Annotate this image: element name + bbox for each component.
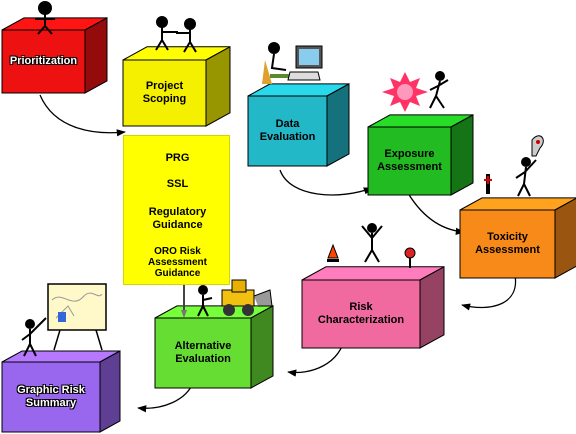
block-front-face (1, 361, 101, 433)
block-side-face (419, 265, 445, 349)
explosion-figure (382, 71, 449, 112)
block-front-face (154, 317, 252, 389)
block-prioritization (1, 17, 108, 94)
arrow-prioritization-to-scoping (39, 94, 126, 137)
toxicity-figures (484, 135, 544, 197)
guidance-panel: PRG SSL Regulatory Guidance ORO Risk Ass… (123, 135, 230, 285)
handshake-figures (155, 16, 197, 53)
label-project-scoping: Project Scoping (142, 80, 187, 105)
block-side-face (326, 83, 350, 167)
computer-user-figure (262, 42, 323, 84)
label-data-evaluation: Data Evaluation (259, 118, 316, 143)
block-side-face (250, 305, 274, 389)
prg-label: PRG (165, 152, 190, 164)
block-front-face (1, 29, 86, 94)
arrow-toxicity-to-risk (461, 274, 517, 311)
block-project-scoping (122, 45, 231, 127)
arrow-data-to-exposure (279, 169, 373, 196)
stick-figure-prioritization (35, 1, 55, 35)
block-side-face (84, 17, 108, 94)
ssl-label: SSL (166, 178, 189, 190)
block-exposure-assessment (367, 114, 474, 196)
label-toxicity-assessment: Toxicity Assessment (475, 231, 540, 256)
label-exposure-assessment: Exposure Assessment (377, 148, 442, 173)
block-toxicity-assessment (459, 197, 576, 279)
map-board-figure (21, 283, 107, 357)
label-alternative-evaluation: Alternative Evaluation (174, 340, 232, 365)
block-side-face (205, 45, 231, 127)
block-risk-characterization (301, 265, 445, 349)
process-blocks (1, 17, 576, 433)
oro-risk-guidance-label: ORO Risk Assessment Guidance (148, 246, 207, 279)
label-risk-characterization: Risk Characterization (317, 301, 405, 326)
block-side-face (554, 197, 576, 279)
block-front-face (367, 126, 452, 196)
label-prioritization: Prioritization (9, 55, 78, 67)
bulldozer-figure (181, 279, 273, 318)
block-front-face (459, 209, 556, 279)
risk-figure (327, 223, 416, 268)
block-front-face (247, 95, 328, 167)
block-side-face (450, 114, 474, 196)
block-side-face (99, 350, 121, 433)
label-graphic-risk-summary: Graphic Risk Summary (17, 384, 85, 409)
block-graphic-risk-summary (1, 350, 121, 433)
block-front-face (122, 59, 207, 127)
block-data-evaluation (247, 83, 350, 167)
block-front-face (301, 279, 421, 349)
regulatory-guidance-label: Regulatory Guidance (148, 206, 207, 231)
